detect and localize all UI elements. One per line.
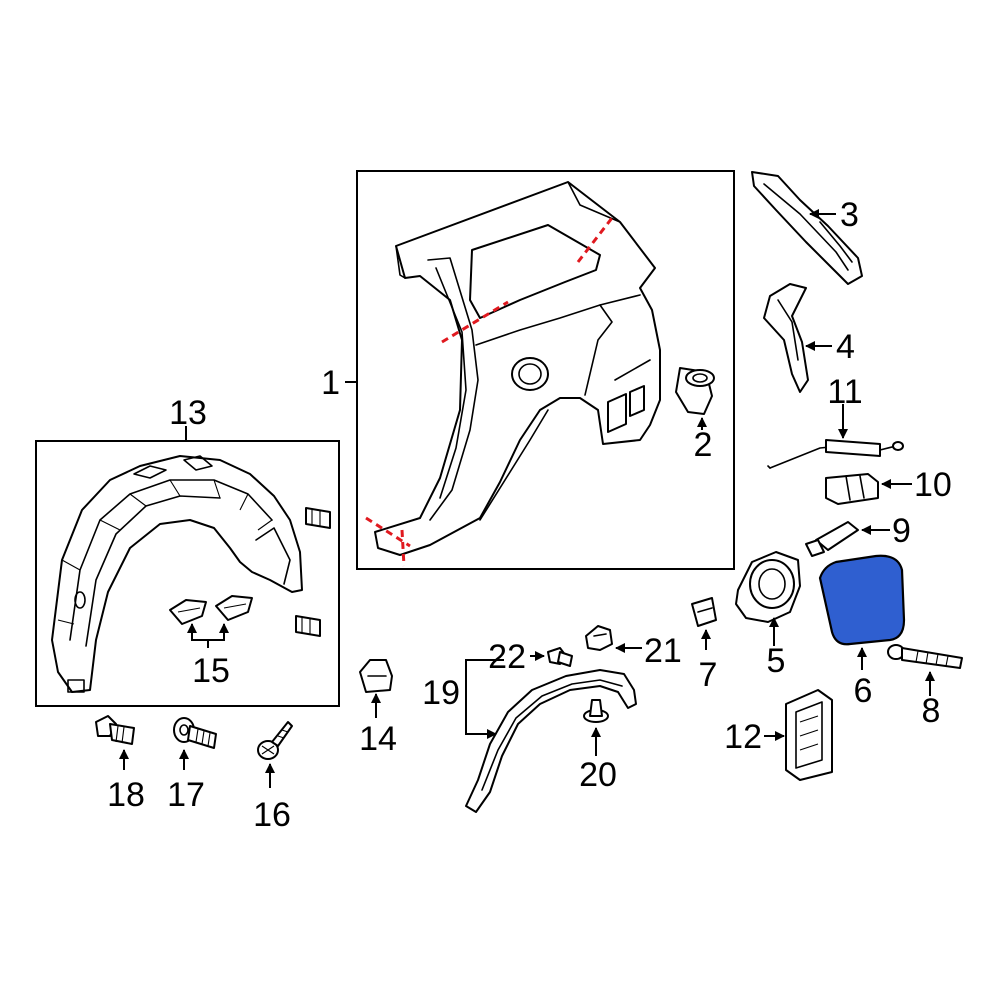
callout-17-label: 17 xyxy=(167,776,205,814)
part-2-grommet[interactable] xyxy=(675,367,715,415)
part-21-retainer[interactable] xyxy=(585,625,613,651)
cut-line-pillar xyxy=(441,300,509,344)
callout-15-leader-left xyxy=(187,623,208,641)
callout-3-label: 3 xyxy=(840,196,859,234)
callout-10-label: 10 xyxy=(914,466,952,504)
callout-16-label: 16 xyxy=(253,796,291,834)
part-6-fuel-door[interactable] xyxy=(818,554,906,646)
part-17-bolt[interactable] xyxy=(173,717,217,749)
part-7-clip[interactable] xyxy=(691,597,717,627)
part-15-clip-left[interactable] xyxy=(169,599,207,625)
part-20-push-pin[interactable] xyxy=(583,699,609,723)
callout-19-label: 19 xyxy=(422,674,460,712)
callout-18-label: 18 xyxy=(107,776,145,814)
part-22-fastener[interactable] xyxy=(547,647,573,667)
callout-4-label: 4 xyxy=(836,328,855,366)
part-12-housing[interactable] xyxy=(785,689,833,781)
callout-15-leader-right xyxy=(208,623,229,641)
callout-1-label: 1 xyxy=(321,364,340,402)
part-9-hinge[interactable] xyxy=(805,521,859,557)
part-15-clip-right[interactable] xyxy=(215,595,253,621)
callout-12-label: 12 xyxy=(724,718,762,756)
cut-line-rocker-v xyxy=(400,529,406,567)
cut-line-roof xyxy=(576,217,614,263)
callout-5-label: 5 xyxy=(767,642,786,680)
part-4-reinforcement[interactable] xyxy=(763,283,809,393)
part-8-bolt[interactable] xyxy=(887,644,963,669)
callout-9-label: 9 xyxy=(892,512,911,550)
liner-clip-lower[interactable] xyxy=(295,615,321,637)
callout-11-label: 11 xyxy=(827,373,862,411)
callout-21-label: 21 xyxy=(644,632,682,670)
callout-19-leader xyxy=(465,659,504,739)
part-10-actuator[interactable] xyxy=(825,473,879,505)
part-19-arch-molding[interactable] xyxy=(465,669,637,813)
part-13-fender-liner[interactable] xyxy=(51,455,303,693)
part-11-cable[interactable] xyxy=(767,439,904,469)
part-16-screw[interactable] xyxy=(257,721,293,760)
quarter-panel[interactable] xyxy=(374,181,661,556)
callout-8-label: 8 xyxy=(922,692,941,730)
callout-14-label: 14 xyxy=(359,720,397,758)
callout-2-label: 2 xyxy=(694,426,713,464)
part-3-bracket[interactable] xyxy=(751,171,863,285)
callout-6-label: 6 xyxy=(854,672,873,710)
liner-clip-upper[interactable] xyxy=(305,507,331,529)
quarter-panel-group: 1 xyxy=(321,170,735,570)
callout-7-label: 7 xyxy=(699,656,718,694)
part-5-filler-pocket[interactable] xyxy=(735,551,801,623)
callout-13-label: 13 xyxy=(169,394,207,432)
part-14-nut-clip[interactable] xyxy=(359,659,393,693)
callout-15-label: 15 xyxy=(192,652,230,690)
callout-22-label: 22 xyxy=(488,638,526,676)
fender-liner-group: 13 xyxy=(35,394,340,707)
quarter-panel-box xyxy=(356,170,735,570)
fender-liner-box xyxy=(35,440,340,707)
cut-line-rocker-h xyxy=(365,516,411,548)
callout-20-label: 20 xyxy=(579,756,617,794)
fuel-door-panel[interactable] xyxy=(818,554,906,646)
part-18-bolt[interactable] xyxy=(95,715,135,745)
